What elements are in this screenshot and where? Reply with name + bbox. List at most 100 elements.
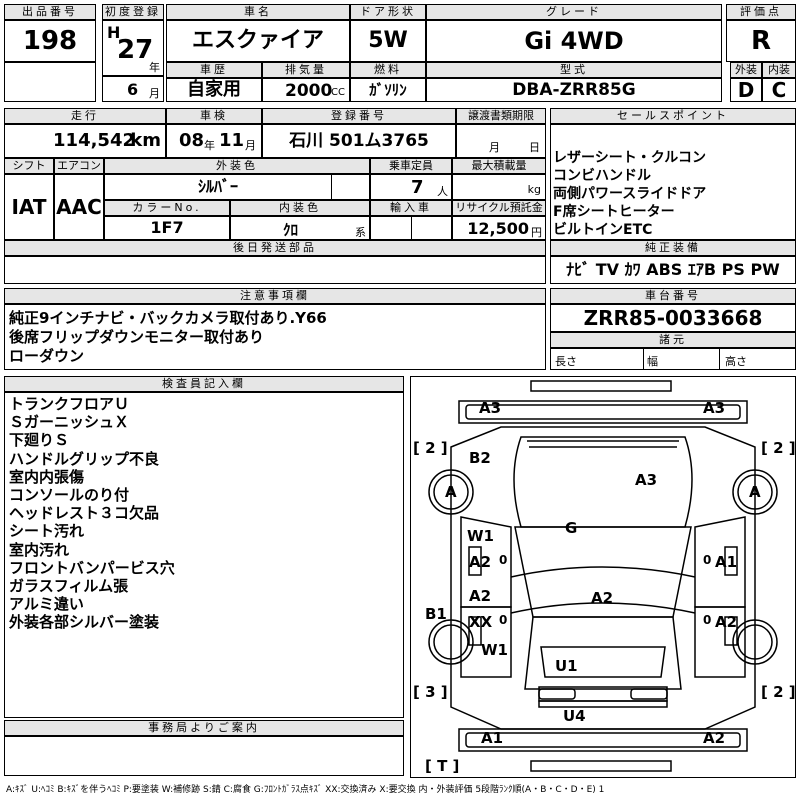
recycle-unit: 円 <box>531 226 542 239</box>
bracket-tl: [ 2 ] <box>413 439 448 457</box>
sales-point-box: レザーシート・クルコン コンビハンドル 両側パワースライドドア F席シートヒータ… <box>550 124 796 240</box>
import-label: 輸入車 <box>370 200 452 216</box>
specs: 長さ 幅 高さ <box>550 348 796 370</box>
shift-label: シフト <box>4 158 54 174</box>
car-name-label: 車名 <box>166 4 350 20</box>
color-no-label: カラーNo. <box>104 200 230 216</box>
int-color: ｸﾛ 系 <box>230 216 370 240</box>
interior-score: C <box>762 78 796 102</box>
capacity-label: 乗車定員 <box>370 158 452 174</box>
damage-a1-r: A1 <box>715 553 738 571</box>
ext-color: ｼﾙﾊﾞｰ <box>104 174 370 200</box>
specs-label: 諸元 <box>550 332 796 348</box>
inspector-item: コンソールのり付 <box>9 486 130 505</box>
displacement-label: 排気量 <box>262 62 350 78</box>
damage-zero-l2: 0 <box>499 613 508 627</box>
eval-label: 評価点 <box>726 4 796 20</box>
inspector-item: トランクフロアＵ <box>9 395 130 413</box>
lot-no-label: 出品番号 <box>4 4 96 20</box>
note-item: 純正9インチナビ・バックカメラ取付あり.Y66 <box>9 309 327 327</box>
eval-score: R <box>726 20 796 62</box>
int-color-label: 内装色 <box>230 200 370 216</box>
inspector-item: ハンドルグリップ不良 <box>9 449 160 468</box>
height-label: 高さ <box>725 355 747 368</box>
first-reg-year-value: 27 <box>117 35 154 65</box>
inspection: 08 年 11 月 <box>166 124 262 158</box>
transfer-doc-label: 譲渡書類期限 <box>456 108 546 124</box>
damage-diagram: A3 A3 [ 2 ] [ 2 ] B2 A A A3 G W1 A2 0 A1… <box>410 376 796 778</box>
notes-label: 注意事項欄 <box>4 288 546 304</box>
fuel: ｶﾞｿﾘﾝ <box>350 78 426 102</box>
first-reg-month-value: 6 <box>127 80 139 99</box>
damage-a3-tl: A3 <box>479 399 502 417</box>
sales-point-list: レザーシート・クルコン コンビハンドル 両側パワースライドドア F席シートヒータ… <box>553 149 706 239</box>
wheel-fr: A <box>749 483 761 501</box>
note-item: 後席フリップダウンモニター取付あり <box>9 328 265 346</box>
sales-point-label: セールスポイント <box>550 108 796 124</box>
displacement: 2000 CC <box>262 78 350 102</box>
first-reg-label: 初度登録 <box>102 4 164 20</box>
damage-zero-r1: 0 <box>703 553 712 567</box>
recycle: 12,500 円 <box>452 216 546 240</box>
aircon: AAC <box>54 174 104 240</box>
damage-xx: XX <box>469 613 493 631</box>
sales-point-item: F席シートヒーター <box>553 204 675 220</box>
mileage: 114,542 km <box>4 124 166 158</box>
office-label: 事務局よりご案内 <box>4 720 404 736</box>
transfer-day-unit: 日 <box>529 141 540 154</box>
max-load-unit: kg <box>527 183 541 196</box>
exterior-label: 外装 <box>730 62 762 78</box>
displacement-value: 2000 <box>285 81 333 101</box>
sales-point-item: 両側パワースライドドア <box>553 186 707 202</box>
inspector-item: 外装各部シルバー塗装 <box>9 613 160 632</box>
inspection-year: 08 <box>179 130 205 151</box>
damage-u4: U4 <box>563 707 586 725</box>
damage-u1: U1 <box>555 657 578 675</box>
chassis-no: ZRR85-0033668 <box>550 304 796 332</box>
inspector-item: 下廻りＳ <box>9 431 70 450</box>
reg-no: 石川 501ム3765 <box>262 124 456 158</box>
model-label: 型式 <box>426 62 722 78</box>
damage-zero-r2: 0 <box>703 613 712 627</box>
capacity-unit: 人 <box>437 185 448 198</box>
damage-b2: B2 <box>469 449 491 467</box>
car-outline <box>428 380 778 772</box>
inspector-item: アルミ違い <box>9 595 84 614</box>
reg-no-label: 登録番号 <box>262 108 456 124</box>
interior-label: 内装 <box>762 62 796 78</box>
door-type: 5W <box>350 20 426 62</box>
inspection-month: 11 <box>219 130 245 151</box>
damage-a3-roof: A3 <box>635 471 658 489</box>
ext-color-label: 外装色 <box>104 158 370 174</box>
import <box>370 216 452 240</box>
door-label: ドア形状 <box>350 4 426 20</box>
year-unit: 年 <box>149 61 160 74</box>
later-parts-label: 後日発送部品 <box>4 240 546 256</box>
later-parts <box>4 256 546 284</box>
first-reg-month: 6 月 <box>102 76 164 102</box>
month-unit: 月 <box>149 87 160 100</box>
damage-a1-bl: A1 <box>481 729 504 747</box>
sales-point-item: コンビハンドル <box>553 168 651 184</box>
first-reg-year: H 27 年 <box>102 20 164 76</box>
inspection-month-unit: 月 <box>245 139 256 152</box>
era: H <box>107 23 121 42</box>
damage-a2-r: A2 <box>715 613 738 631</box>
aircon-label: エアコン <box>54 158 104 174</box>
transfer-doc: 月 日 <box>456 124 546 158</box>
lot-no-blank <box>4 62 96 102</box>
damage-a2-br: A2 <box>703 729 726 747</box>
damage-a2-l2: A2 <box>469 587 492 605</box>
length-label: 長さ <box>555 355 577 368</box>
damage-zero-l1: 0 <box>499 553 508 567</box>
genuine-label: 純正装備 <box>550 240 796 256</box>
grade: Gi 4WD <box>426 20 722 62</box>
inspector-label: 検査員記入欄 <box>4 376 404 392</box>
width-label: 幅 <box>647 355 658 368</box>
bracket-bl: [ 3 ] <box>413 683 448 701</box>
damage-w1-l: W1 <box>467 527 494 545</box>
inspector-box: トランクフロアＵ ＳガーニッシュＸ 下廻りＳ ハンドルグリップ不良 室内内張傷 … <box>4 392 404 718</box>
notes-box: 純正9インチナビ・バックカメラ取付あり.Y66 後席フリップダウンモニター取付あ… <box>4 304 546 370</box>
max-load-label: 最大積載量 <box>452 158 546 174</box>
int-color-unit: 系 <box>355 226 366 239</box>
